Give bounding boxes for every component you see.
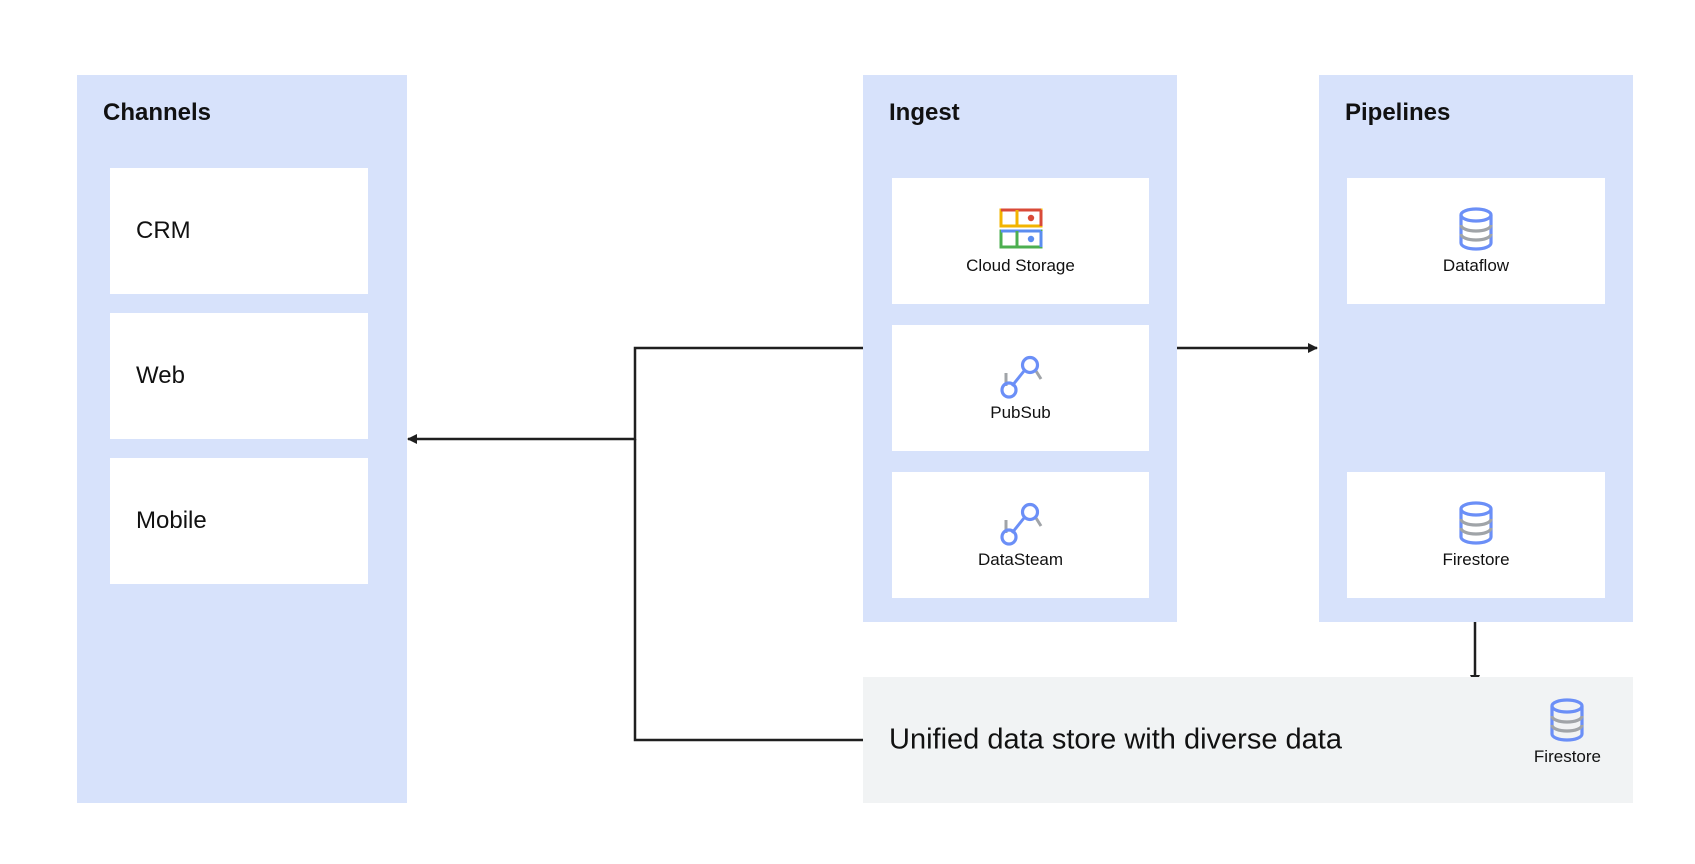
service-label: PubSub [990,403,1051,422]
ingest-card-datastream: DataSteam [892,472,1149,598]
channels-title: Channels [103,99,212,126]
ingest-to-channels-connector [407,346,863,444]
unified-data-store: Unified data store with diverse data Fir… [863,677,1633,803]
pipelines-panel: Pipelines Dataflow Firestore [1319,75,1633,622]
store-service-firestore: Firestore [1534,697,1601,767]
service-label: DataSteam [977,550,1064,569]
ingest-title: Ingest [889,99,960,126]
channel-card-crm: CRM [110,168,368,294]
database-icon [1550,698,1585,742]
database-icon [1459,207,1493,251]
datastream-icon [999,502,1042,546]
cloud-storage-icon [999,208,1042,249]
pipelines-card-dataflow: Dataflow [1347,178,1605,304]
store-to-channels-connector [633,439,863,742]
service-label: Firestore [1442,550,1510,569]
channel-label: Mobile [136,507,207,534]
channel-label: CRM [136,217,191,244]
channels-panel: Channels CRM Web Mobile [77,75,407,803]
ingest-card-cloud-storage: Cloud Storage [892,178,1149,304]
ingest-panel: Ingest Cloud Storage PubSub [863,75,1177,622]
service-label: Dataflow [1442,256,1510,275]
pipelines-title: Pipelines [1345,99,1451,126]
channel-card-web: Web [110,313,368,439]
pubsub-icon [999,355,1042,399]
channel-card-mobile: Mobile [110,458,368,584]
service-label: Cloud Storage [966,256,1075,275]
store-label: Unified data store with diverse data [889,723,1342,756]
ingest-card-pubsub: PubSub [892,325,1149,451]
pipelines-card-firestore: Firestore [1347,472,1605,598]
service-label: Firestore [1533,747,1601,766]
database-icon [1459,501,1493,545]
channel-label: Web [136,362,185,389]
